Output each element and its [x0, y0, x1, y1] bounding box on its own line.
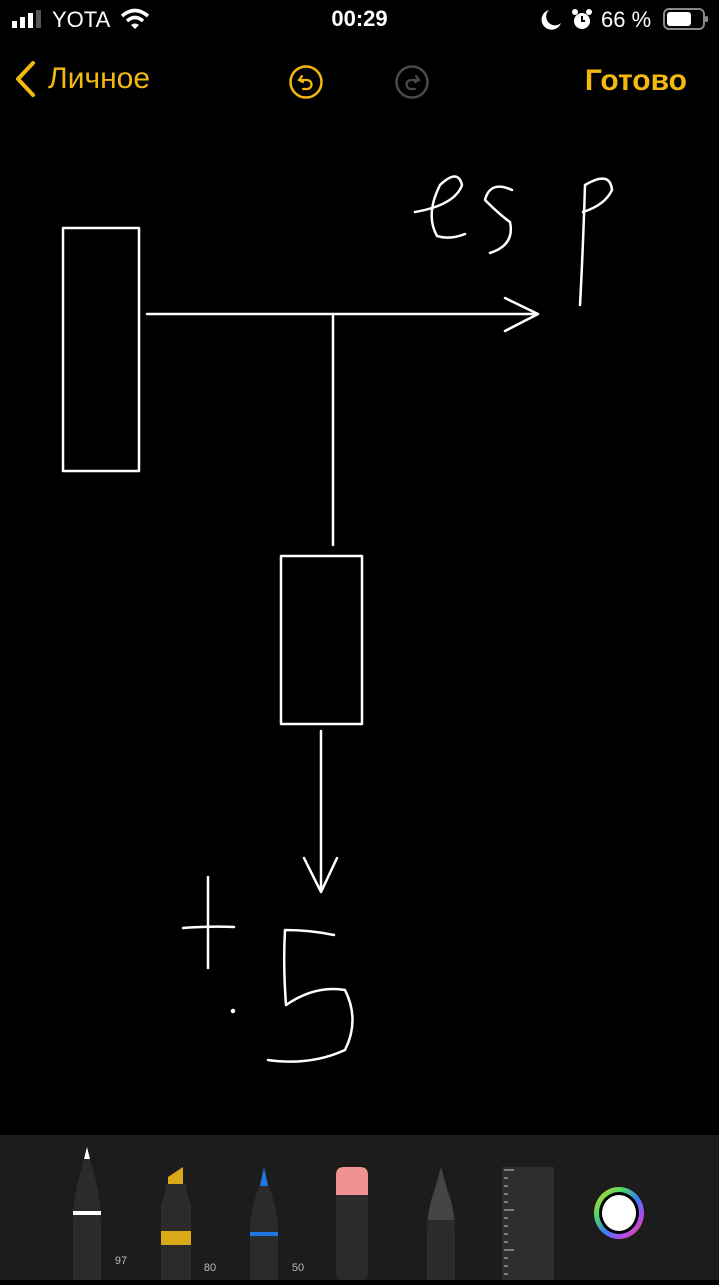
nav-bar: Личное Готово	[0, 55, 719, 107]
handwriting-esp	[413, 175, 614, 307]
eraser-tool[interactable]	[336, 1167, 368, 1280]
lasso-icon	[427, 1167, 455, 1280]
tool-palette: 97 80 50	[0, 1135, 719, 1280]
pencil-tool[interactable]: 50	[247, 1167, 304, 1280]
status-bar: YOTA 00:29 66 %	[0, 0, 719, 40]
color-wheel-icon	[594, 1187, 644, 1239]
moon-icon	[541, 10, 561, 30]
pencil-width-label: 50	[291, 1262, 305, 1274]
signal-icon	[12, 10, 41, 28]
drawing-canvas[interactable]	[0, 110, 719, 1135]
wifi-icon	[120, 8, 150, 29]
drawn-arrow-right	[145, 296, 540, 333]
pen-tool[interactable]: 97	[70, 1147, 127, 1280]
pen-width-label: 97	[114, 1255, 128, 1267]
carrier: YOTA	[52, 7, 111, 32]
marker-tool[interactable]: 80	[159, 1167, 216, 1280]
pen-icon	[73, 1147, 101, 1280]
ruler-icon	[502, 1167, 554, 1280]
color-picker-button[interactable]	[592, 1185, 646, 1241]
back-button[interactable]: Личное	[14, 61, 150, 97]
marker-width-label: 80	[203, 1262, 217, 1274]
clock: 00:29	[331, 6, 388, 31]
marker-icon	[161, 1167, 191, 1280]
lasso-tool[interactable]	[425, 1167, 457, 1280]
redo-button[interactable]	[395, 65, 429, 99]
battery-icon	[663, 8, 708, 30]
undo-button[interactable]	[289, 65, 323, 99]
done-button[interactable]: Готово	[584, 64, 687, 97]
chevron-left-icon	[16, 61, 35, 97]
back-label: Личное	[48, 62, 151, 95]
handwriting-five	[266, 928, 354, 1063]
drawn-rectangle-left	[61, 226, 141, 473]
ruler-tool[interactable]	[502, 1167, 554, 1280]
drawn-arrow-down	[302, 729, 339, 894]
handwriting-plus	[181, 875, 236, 970]
battery-percent: 66 %	[601, 7, 652, 32]
drawn-rectangle-bottom	[279, 554, 364, 726]
pencil-icon	[250, 1167, 278, 1280]
alarm-icon	[572, 9, 592, 29]
eraser-icon	[336, 1167, 368, 1280]
